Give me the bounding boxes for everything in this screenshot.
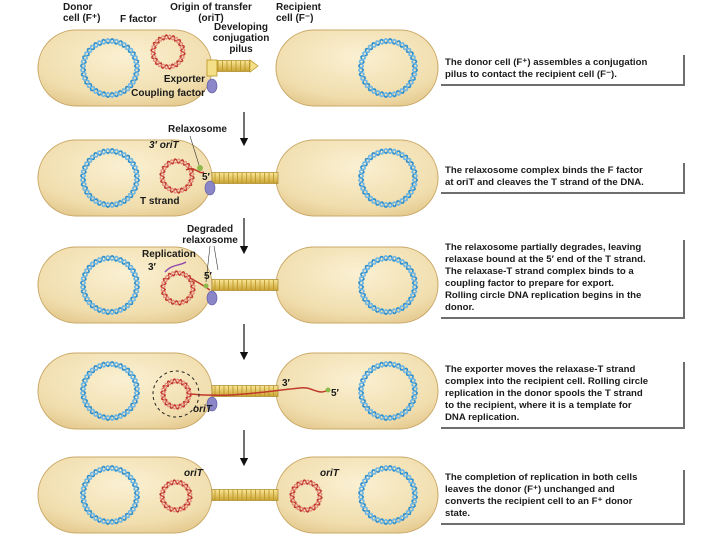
f-factor-plasmid-4-inner: [160, 378, 192, 410]
t-strand-4: [189, 387, 329, 397]
donor-cell-2: [37, 139, 213, 217]
coupling-factor-label: Coupling factor: [131, 88, 205, 99]
f-factor-plasmid-3-inner: [160, 270, 196, 306]
donor-chromosome-2-strand-b: [80, 148, 140, 208]
orit-label-4: oriT: [193, 404, 212, 415]
t-strand-label: T strand: [140, 196, 180, 207]
degraded-leader-b: [213, 245, 219, 271]
five-prime-label-3: 5′: [204, 271, 212, 282]
f-factor-plasmid-1-inner: [150, 34, 186, 70]
relaxase-4: [325, 387, 331, 393]
caption-step-2: The relaxosome complex binds the F facto…: [441, 163, 685, 194]
t-strand-3: [189, 277, 211, 291]
recipient-chromosome-4-strand-b: [358, 361, 418, 421]
orit-label-5-recipient: oriT: [320, 468, 339, 479]
pilus-5: [211, 489, 279, 501]
relaxosome-label: Relaxosome: [168, 124, 227, 135]
pilus-3: [211, 279, 279, 291]
replication-strand-3: [164, 261, 187, 273]
exporter-base: [206, 59, 218, 77]
three-prime-orit-label: 3′ oriT: [149, 140, 179, 151]
recipient-chromosome-2-strand-b: [358, 148, 418, 208]
donor-chromosome-5-strand-b: [80, 465, 140, 525]
coupling-factor-2: [204, 180, 216, 196]
coupling-factor-4: [206, 396, 218, 412]
exporter-label: Exporter: [163, 74, 205, 85]
recipient-chromosome-3-strand-b: [358, 255, 418, 315]
replication-label: Replication: [142, 249, 196, 260]
coupling-factor-3: [206, 290, 218, 306]
relaxosome-leader: [189, 135, 200, 166]
recipient-chromosome-1-strand-b: [358, 38, 418, 98]
relaxosome-2: [197, 165, 203, 171]
donor-chromosome-3-strand-b: [80, 255, 140, 315]
degraded-leader-a: [205, 245, 211, 283]
three-prime-label-4: 3′: [282, 378, 290, 389]
pilus-2: [211, 172, 279, 184]
t-strand-2: [185, 167, 205, 174]
coupling-factor-1: [206, 78, 218, 94]
orit-label-5-donor: oriT: [184, 468, 203, 479]
three-prime-label-3: 3′: [148, 262, 156, 273]
five-prime-label-2: 5′: [202, 172, 210, 183]
f-factor-plasmid-2-inner: [159, 158, 195, 194]
caption-step-5: The completion of replication in both ce…: [441, 470, 685, 525]
recipient-chromosome-5-strand-b: [358, 465, 418, 525]
rolling-circle-dashed: [152, 370, 200, 418]
f-factor-label: F factor: [120, 14, 157, 25]
recipient-cell-1: [275, 29, 439, 107]
donor-chromosome-1-strand-b: [80, 38, 140, 98]
recipient-f-factor-5-inner: [289, 479, 323, 513]
pilus-tip: [249, 59, 259, 73]
f-factor-plasmid-5-inner: [159, 479, 193, 513]
donor-cell-4: [37, 352, 213, 430]
caption-step-4: The exporter moves the relaxase-T strand…: [441, 362, 685, 429]
origin-of-transfer-label: Origin of transfer(oriT): [170, 2, 252, 24]
caption-step-3: The relaxosome partially degrades, leavi…: [441, 240, 685, 319]
caption-step-1: The donor cell (F⁺) assembles a conjugat…: [441, 55, 685, 86]
donor-chromosome-4-strand-b: [80, 361, 140, 421]
relaxase-3: [203, 283, 209, 289]
five-prime-label-4: 5′: [331, 388, 339, 399]
